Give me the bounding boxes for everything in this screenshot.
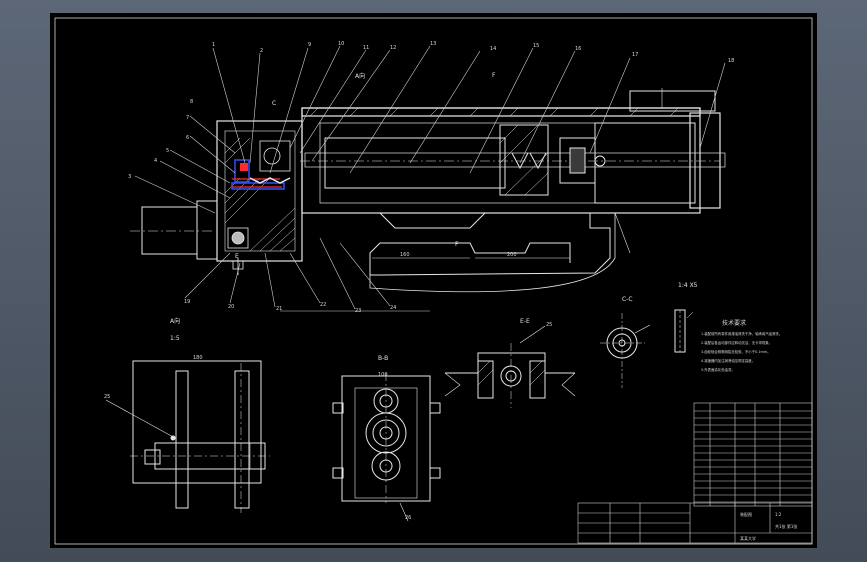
label-a-view-top: A向 (355, 72, 365, 80)
label-e-mark: E (235, 253, 239, 260)
technical-requirements: 技术要求 1.装配前所有零件用煤油清洗干净，轴承用汽油清洗。 2.装配后各运动部… (701, 319, 782, 372)
balloon-10: 10 (338, 41, 344, 47)
drawing-border (54, 17, 813, 545)
balloon-1: 1 (212, 42, 215, 48)
balloon-18: 18 (728, 58, 734, 64)
balloon-3: 3 (128, 174, 131, 180)
balloon-25-e-e: 25 (546, 322, 552, 328)
note-1: 1.装配前所有零件用煤油清洗干净，轴承用汽油清洗。 (701, 331, 782, 336)
view-labels: A向 C F F E A向 1:5 B-B E-E C-C 1:4 X5 (170, 72, 698, 362)
highlighted-gear-train (231, 159, 291, 190)
balloon-11: 11 (363, 45, 369, 51)
balloon-8: 8 (190, 99, 193, 105)
balloon-7: 7 (186, 115, 189, 121)
balloon-22: 22 (320, 302, 326, 308)
cad-viewport[interactable]: 1 2 9 10 11 12 13 14 15 16 17 18 3 4 5 6… (50, 13, 817, 548)
b-b-view (332, 373, 441, 522)
dim-160: 160 (400, 252, 410, 258)
label-b-b: B-B (378, 355, 388, 362)
balloon-12: 12 (390, 45, 396, 51)
title-block-title: 装配图 (740, 511, 752, 517)
notes-title: 技术要求 (722, 319, 746, 327)
dim-180: 180 (193, 355, 203, 361)
balloon-15: 15 (533, 43, 539, 49)
balloon-14: 14 (490, 46, 496, 52)
label-a-view: A向 (170, 317, 180, 325)
label-c-mark: C (272, 100, 276, 107)
note-5: 5.外表面涂灰色油漆。 (701, 367, 735, 372)
e-e-view (444, 325, 576, 408)
label-detail-scale: 1:4 X5 (678, 282, 698, 289)
balloon-6: 6 (186, 135, 189, 141)
note-3: 3.齿轮啮合侧隙用铅丝检验，不小于0.1mm。 (701, 349, 770, 354)
label-f-mark-lower: F (455, 241, 459, 248)
balloon-5: 5 (166, 148, 169, 154)
note-2: 2.装配后各运动部件应转动灵活，无卡滞现象。 (701, 340, 772, 345)
note-4: 4.减速器内加注润滑油至规定高度。 (701, 358, 755, 363)
label-a-view-scale: 1:5 (170, 335, 180, 342)
part-balloons: 1 2 9 10 11 12 13 14 15 16 17 18 3 4 5 6… (128, 41, 734, 314)
balloon-26-b-b: 26 (405, 515, 411, 521)
title-block-sheet: 共1张 第1张 (775, 523, 797, 529)
parts-list-table (577, 402, 813, 544)
balloon-16: 16 (575, 46, 581, 52)
dim-200: 200 (507, 252, 517, 258)
dim-100: 100 (378, 372, 388, 378)
dimension-texts: 160 200 180 100 (193, 252, 517, 378)
label-e-e: E-E (520, 318, 530, 325)
balloon-23: 23 (355, 308, 361, 314)
balloon-4: 4 (154, 158, 157, 164)
label-f-mark: F (492, 72, 496, 79)
balloon-21: 21 (276, 306, 282, 312)
balloon-24: 24 (390, 305, 396, 311)
title-block-school: 某某大学 (740, 535, 756, 541)
title-block-scale: 1:2 (775, 512, 782, 517)
balloon-13: 13 (430, 41, 436, 47)
label-c-c: C-C (622, 296, 633, 303)
title-block: 装配图 1:2 某某大学 共1张 第1张 (740, 511, 797, 541)
main-section-view (130, 88, 726, 293)
a-view (105, 360, 270, 513)
balloon-2: 2 (260, 48, 263, 54)
balloon-17: 17 (632, 52, 638, 58)
balloon-25-a-view: 25 (104, 394, 110, 400)
assembly-drawing: 1 2 9 10 11 12 13 14 15 16 17 18 3 4 5 6… (54, 17, 813, 545)
balloon-19: 19 (184, 299, 190, 305)
balloon-9: 9 (308, 42, 311, 48)
gearbox-internals (227, 140, 291, 275)
leader-lines (134, 45, 726, 312)
balloon-20: 20 (228, 304, 234, 310)
c-c-view (600, 309, 694, 388)
